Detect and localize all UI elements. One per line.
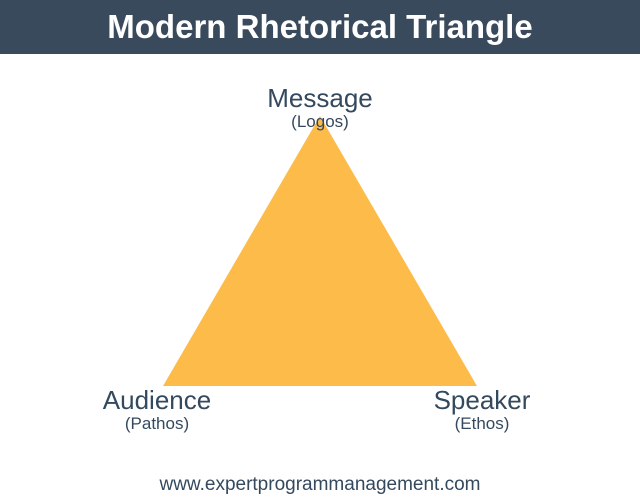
vertex-sublabel: (Pathos)	[124, 414, 190, 433]
rhetorical-triangle	[163, 116, 477, 386]
vertex-sublabel: (Ethos)	[454, 414, 510, 433]
vertex-speaker: Speaker (Ethos)	[382, 386, 582, 433]
vertex-label: Message	[267, 83, 373, 113]
vertex-audience: Audience (Pathos)	[57, 386, 257, 433]
footer-url: www.expertprogrammanagement.com	[159, 474, 481, 495]
vertex-label: Audience	[102, 385, 212, 415]
page-title: Modern Rhetorical Triangle	[0, 0, 640, 54]
vertex-message: Message (Logos)	[220, 84, 420, 131]
vertex-sublabel: (Logos)	[291, 112, 349, 131]
vertex-label: Speaker	[433, 385, 531, 415]
